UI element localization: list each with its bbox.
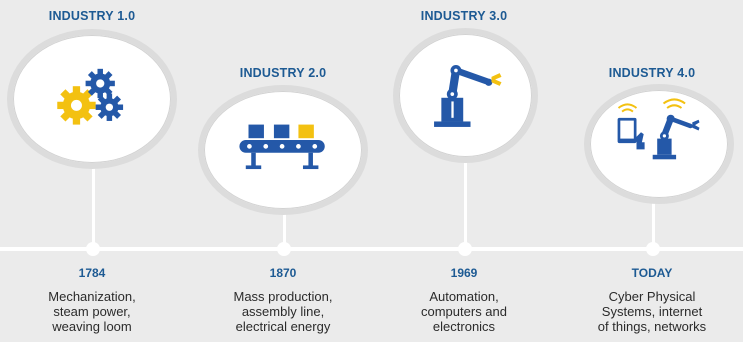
stage-3-circle [393, 28, 538, 163]
stage-4-description-line: of things, networks [597, 319, 707, 334]
stage-2-circle [198, 85, 368, 215]
stage-4-circle [584, 84, 734, 204]
stage-4-description: Cyber Physical Systems, internet of thin… [562, 289, 742, 334]
stage-2-description-line: Mass production, [233, 289, 333, 304]
stage-1-title: INDUSTRY 1.0 [48, 9, 136, 23]
stage-4-description-line: Systems, internet [601, 304, 703, 319]
stage-4-stem [652, 200, 655, 245]
cyber-physical-icon [617, 98, 700, 160]
robot-arm-icon [434, 64, 502, 127]
timeline-line [0, 247, 743, 251]
gears-icon [57, 68, 124, 125]
stage-1-description-line: weaving loom [52, 319, 132, 334]
stage-4-node [646, 242, 660, 256]
stage-4-title: INDUSTRY 4.0 [608, 66, 696, 80]
stage-3-title: INDUSTRY 3.0 [420, 9, 508, 23]
stage-3-node [458, 242, 472, 256]
stage-1-description-line: steam power, [53, 304, 131, 319]
stage-1-node [86, 242, 100, 256]
stage-2-description: Mass production, assembly line, electric… [193, 289, 373, 334]
stage-4-description-line: Cyber Physical [608, 289, 696, 304]
stage-1-description: Mechanization, steam power, weaving loom [2, 289, 182, 334]
stage-2-description-line: electrical energy [235, 319, 331, 334]
stage-2-title: INDUSTRY 2.0 [239, 66, 327, 80]
stage-3-stem [464, 155, 467, 245]
stage-2-year: 1870 [269, 266, 297, 280]
stage-1-stem [92, 155, 95, 245]
stage-2-description-line: assembly line, [241, 304, 325, 319]
stage-3-description-line: computers and [421, 304, 507, 319]
stage-2-node [277, 242, 291, 256]
stage-3-description-line: electronics [432, 319, 496, 334]
stage-3-description-line: Automation, [429, 289, 499, 304]
stage-1-year: 1784 [78, 266, 106, 280]
stage-4-year: TODAY [631, 266, 673, 280]
stage-3-year: 1969 [450, 266, 478, 280]
stage-3-description: Automation, computers and electronics [374, 289, 554, 334]
stage-2-stem [283, 200, 286, 245]
stage-1-description-line: Mechanization, [48, 289, 136, 304]
stage-1-circle [7, 29, 177, 169]
conveyor-belt-icon [239, 124, 325, 170]
